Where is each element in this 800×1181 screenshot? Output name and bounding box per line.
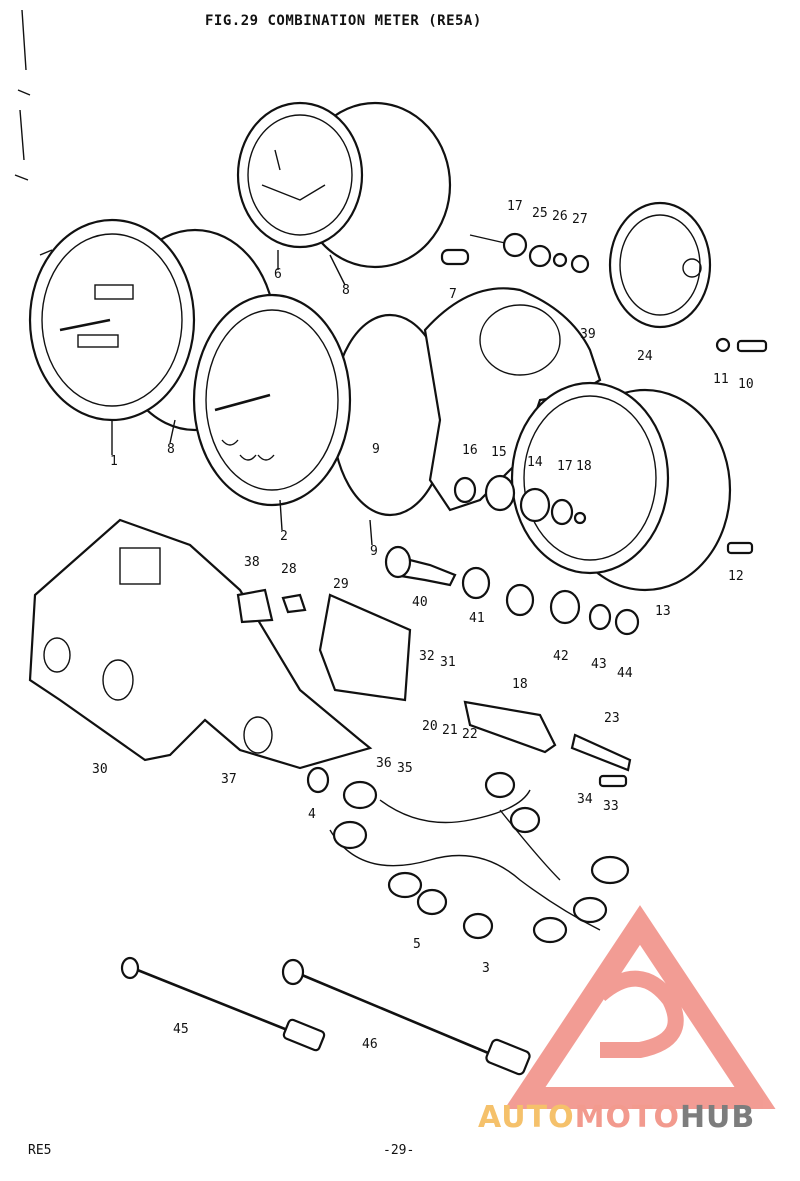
- callout-23: 23: [604, 711, 620, 726]
- page-code: RE5: [28, 1143, 52, 1158]
- callout-43: 43: [591, 657, 607, 672]
- page-number: -29-: [383, 1143, 415, 1158]
- callout-5: 5: [413, 937, 421, 952]
- screws-right: [715, 337, 768, 555]
- callout-3: 3: [482, 961, 490, 976]
- parts-18-23: [463, 700, 632, 788]
- part-30-panel: [28, 518, 373, 770]
- callout-42: 42: [553, 649, 569, 664]
- callout-20: 20: [422, 719, 438, 734]
- callout-34: 34: [577, 792, 593, 807]
- callout-6: 6: [274, 267, 282, 282]
- callout-41: 41: [469, 611, 485, 626]
- callout-13: 13: [655, 604, 671, 619]
- watermark-brand: AUTOMOTOHUB: [478, 1100, 755, 1135]
- callout-16: 16: [462, 443, 478, 458]
- callout-10: 10: [738, 377, 754, 392]
- parts-40-44: [384, 545, 640, 636]
- callout-17b: 17: [557, 459, 573, 474]
- callout-4: 4: [308, 807, 316, 822]
- parts-14-18: [453, 474, 587, 526]
- callout-8a: 8: [167, 442, 175, 457]
- callout-14: 14: [527, 455, 543, 470]
- brand-part-moto: MOTO: [574, 1100, 680, 1135]
- callout-18a: 18: [512, 677, 528, 692]
- callout-33: 33: [603, 799, 619, 814]
- callout-9a: 9: [370, 544, 378, 559]
- callout-39: 39: [580, 327, 596, 342]
- callout-2: 2: [280, 529, 288, 544]
- callout-28: 28: [281, 562, 297, 577]
- callout-29: 29: [333, 577, 349, 592]
- callout-15: 15: [491, 445, 507, 460]
- callout-32: 32: [419, 649, 435, 664]
- callout-30: 30: [92, 762, 108, 777]
- callout-25: 25: [532, 206, 548, 221]
- callout-1: 1: [110, 454, 118, 469]
- part-24-housing: [608, 201, 712, 329]
- watermark-logo: [504, 905, 776, 1109]
- wiring-harness: [306, 766, 630, 944]
- callout-27: 27: [572, 212, 588, 227]
- callout-26: 26: [552, 209, 568, 224]
- part-6-gauge-upper: [236, 101, 452, 269]
- callout-21: 21: [442, 723, 458, 738]
- callout-24: 24: [637, 349, 653, 364]
- callout-11: 11: [713, 372, 729, 387]
- brand-part-hub: HUB: [679, 1100, 756, 1135]
- hardware-top: [440, 232, 590, 274]
- scan-noise: [14, 9, 31, 181]
- cables-45-46: [120, 956, 531, 1076]
- leader-lines: [111, 250, 373, 546]
- callout-18b: 18: [576, 459, 592, 474]
- part-2-tachometer: [192, 293, 450, 517]
- callout-44: 44: [617, 666, 633, 681]
- callout-12: 12: [728, 569, 744, 584]
- brand-part-auto: AUTO: [478, 1100, 575, 1135]
- callout-17a: 17: [507, 199, 523, 214]
- callout-40: 40: [412, 595, 428, 610]
- callout-45: 45: [173, 1022, 189, 1037]
- figure-title: FIG.29 COMBINATION METER (RE5A): [205, 13, 482, 29]
- callout-31: 31: [440, 655, 456, 670]
- callout-35: 35: [397, 761, 413, 776]
- callout-22: 22: [462, 727, 478, 742]
- callout-8b: 8: [342, 283, 350, 298]
- parts-28-29-38: [236, 588, 412, 702]
- callout-37: 37: [221, 772, 237, 787]
- callout-46: 46: [362, 1037, 378, 1052]
- callout-38: 38: [244, 555, 260, 570]
- callout-7: 7: [449, 287, 457, 302]
- part-13-gauge-cup: [510, 381, 732, 592]
- callout-9b: 9: [372, 442, 380, 457]
- callout-36: 36: [376, 756, 392, 771]
